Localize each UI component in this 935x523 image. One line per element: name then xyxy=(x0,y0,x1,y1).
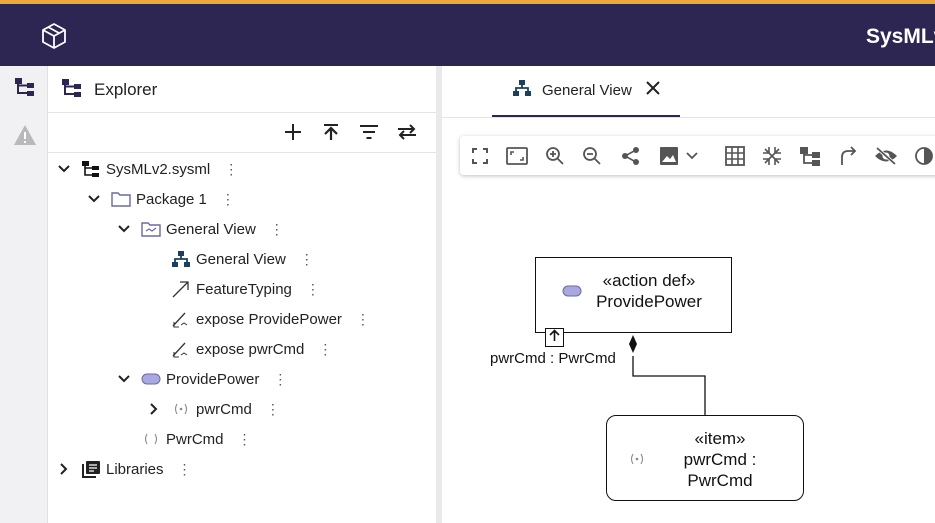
expose-icon xyxy=(170,340,192,358)
tree-item-providepower[interactable]: ProvidePower ⋮ xyxy=(116,366,287,392)
cube-logo-icon[interactable] xyxy=(40,22,68,50)
item-node[interactable]: «item» pwrCmd : PwrCmd xyxy=(606,415,804,501)
warning-icon[interactable] xyxy=(12,122,38,148)
add-icon[interactable] xyxy=(281,120,305,144)
folder-icon xyxy=(110,190,132,208)
tab-label: General View xyxy=(542,82,632,99)
arrow-up-icon xyxy=(548,328,561,347)
tree-item-expose-providepower[interactable]: expose ProvidePower ⋮ xyxy=(170,306,370,332)
tree-item-label: Package 1 xyxy=(136,190,207,208)
diagram-toolbar xyxy=(460,136,935,175)
more-options-icon[interactable]: ⋮ xyxy=(318,340,332,357)
editor-area: General View «action def» ProvidePower p… xyxy=(442,66,935,523)
upload-icon[interactable] xyxy=(319,120,343,144)
tree-item-package[interactable]: Package 1 ⋮ xyxy=(86,186,235,212)
tree-item-label: SysMLv2.sysml xyxy=(106,160,211,178)
port-label: pwrCmd : PwrCmd xyxy=(490,350,616,367)
more-options-icon[interactable]: ⋮ xyxy=(355,310,370,327)
tree-item-label: General View xyxy=(196,250,286,268)
more-options-icon[interactable]: ⋮ xyxy=(177,460,192,477)
fullscreen-icon[interactable] xyxy=(467,143,493,169)
export-image-icon[interactable] xyxy=(658,143,704,169)
chevron-down-icon[interactable] xyxy=(86,191,102,207)
grid-icon[interactable] xyxy=(722,143,748,169)
item-usage-icon xyxy=(170,400,192,418)
more-options-icon[interactable]: ⋮ xyxy=(269,220,284,237)
tree-item-pwrcmd-def[interactable]: PwrCmd ⋮ xyxy=(140,426,252,452)
tree-item-label: pwrCmd xyxy=(196,400,252,418)
tree-item-sysmlv2-file[interactable]: SysMLv2.sysml ⋮ xyxy=(56,156,238,182)
zoom-out-icon[interactable] xyxy=(579,143,605,169)
tree-explorer-icon[interactable] xyxy=(12,74,38,100)
app-title: SysMLv2 xyxy=(866,25,935,48)
item-name: pwrCmd : xyxy=(683,450,757,469)
port-node[interactable] xyxy=(545,328,564,347)
model-icon xyxy=(80,160,102,178)
zoom-in-icon[interactable] xyxy=(542,143,568,169)
top-bar: SysMLv2 xyxy=(0,0,935,66)
action-icon xyxy=(140,370,162,388)
item-def-icon xyxy=(140,430,162,448)
view-icon xyxy=(140,220,162,238)
chevron-down-icon[interactable] xyxy=(116,371,132,387)
more-options-icon[interactable]: ⋮ xyxy=(299,250,314,267)
chevron-down-icon[interactable] xyxy=(56,161,72,177)
explorer-header: Explorer xyxy=(48,66,436,113)
filter-icon[interactable] xyxy=(357,120,381,144)
tab-general-view[interactable]: General View xyxy=(492,66,680,117)
hierarchy-icon xyxy=(512,79,532,102)
item-stereotype: «item» xyxy=(694,429,746,448)
fit-to-screen-icon[interactable] xyxy=(504,143,530,169)
explorer-icon xyxy=(61,78,83,103)
explorer-title: Explorer xyxy=(94,80,158,99)
tree-item-feature-typing[interactable]: FeatureTyping ⋮ xyxy=(170,276,320,302)
contrast-icon[interactable] xyxy=(911,143,935,169)
more-options-icon[interactable]: ⋮ xyxy=(224,160,238,177)
tree-item-general-view[interactable]: General View ⋮ xyxy=(170,246,314,272)
arrow-icon xyxy=(170,280,192,298)
snap-icon[interactable] xyxy=(759,143,785,169)
tree-item-label: ProvidePower xyxy=(166,370,260,388)
tree-item-expose-pwrcmd[interactable]: expose pwrCmd ⋮ xyxy=(170,336,332,362)
editor-tabs: General View xyxy=(442,66,935,118)
close-icon[interactable] xyxy=(646,81,660,100)
tree-item-label: expose pwrCmd xyxy=(196,340,305,358)
tree-item-pwrcmd-usage[interactable]: pwrCmd ⋮ xyxy=(146,396,280,422)
more-options-icon[interactable]: ⋮ xyxy=(273,370,287,387)
explorer-toolbar xyxy=(48,112,436,153)
action-name: ProvidePower xyxy=(596,292,702,311)
tree-item-label: Libraries xyxy=(106,460,164,478)
tree-item-label: PwrCmd xyxy=(166,430,224,448)
library-icon xyxy=(80,460,102,478)
item-type: PwrCmd xyxy=(687,471,753,490)
tree-item-general-view-folder[interactable]: General View ⋮ xyxy=(116,216,284,242)
tree-item-label: General View xyxy=(166,220,256,238)
explorer-panel: Explorer SysMLv2.sysml ⋮ Package 1 ⋮ Gen… xyxy=(48,66,436,523)
item-usage-icon xyxy=(627,452,647,471)
tree-item-label: expose ProvidePower xyxy=(196,310,342,328)
expose-icon xyxy=(170,310,192,328)
chevron-down-icon[interactable] xyxy=(116,221,132,237)
tree-item-libraries[interactable]: Libraries ⋮ xyxy=(56,456,192,482)
more-options-icon[interactable]: ⋮ xyxy=(237,430,252,447)
chevron-right-icon[interactable] xyxy=(56,461,72,477)
layout-icon[interactable] xyxy=(797,143,823,169)
more-options-icon[interactable]: ⋮ xyxy=(220,190,235,207)
chevron-right-icon[interactable] xyxy=(146,401,162,417)
action-stereotype: «action def» xyxy=(602,271,696,290)
more-options-icon[interactable]: ⋮ xyxy=(305,280,320,297)
side-rail xyxy=(0,66,48,523)
sync-icon[interactable] xyxy=(395,120,419,144)
action-icon xyxy=(562,284,582,303)
hide-icon[interactable] xyxy=(873,143,899,169)
hierarchy-icon xyxy=(170,250,192,268)
share-icon[interactable] xyxy=(618,143,644,169)
action-def-node[interactable]: «action def» ProvidePower xyxy=(535,257,732,333)
more-options-icon[interactable]: ⋮ xyxy=(265,400,280,417)
panel-splitter[interactable] xyxy=(436,66,442,523)
redo-icon[interactable] xyxy=(835,143,861,169)
tree-item-label: FeatureTyping xyxy=(196,280,292,298)
